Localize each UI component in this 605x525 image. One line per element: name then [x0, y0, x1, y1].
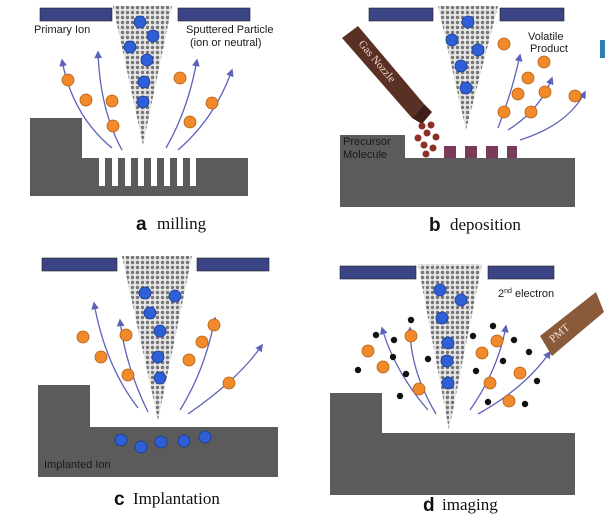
primary-ion-group [445, 15, 485, 95]
panel-a-milling: Primary Ion Sputtered Particle (ion or n… [30, 6, 273, 235]
label-ion-or-neutral: (ion or neutral) [190, 37, 262, 49]
ion-column-plate-right [196, 257, 270, 272]
sputter-trajectories [59, 50, 234, 151]
panel-b-deposition: Gas Nozzle Volatile Product Precursor Mo… [340, 6, 586, 236]
ion-beam-cone [122, 256, 192, 420]
panel-a-title: milling [157, 214, 207, 233]
ion-column-plate-right [487, 265, 555, 280]
milled-trenches [99, 158, 196, 186]
substrate [340, 135, 575, 207]
primary-ion-group [433, 283, 468, 390]
secondary-electrons [354, 316, 541, 408]
label-product: Product [530, 43, 568, 55]
implanted-ions [114, 430, 212, 454]
panel-a-letter: a [136, 214, 147, 235]
label-molecule: Molecule [343, 149, 387, 161]
panel-d-title: imaging [442, 495, 498, 514]
sputtered-particles [76, 318, 236, 390]
label-2nd-electron: 2nd electron [498, 288, 554, 300]
volatile-products [497, 37, 582, 119]
ion-column-plate-right [177, 7, 251, 22]
label-sputtered-particle: Sputtered Particle [186, 24, 273, 36]
primary-ion-group [138, 286, 182, 385]
primary-ion-group [123, 15, 160, 109]
panel-d-imaging: PMT 2nd electron d imaging [330, 264, 604, 516]
precursor-molecules [414, 121, 440, 158]
ion-column-plate-left [368, 7, 434, 22]
pmt-detector-icon: PMT [540, 292, 604, 356]
panel-b-title: deposition [450, 215, 521, 234]
sputtered-particles [361, 329, 527, 408]
label-primary-ion: Primary Ion [34, 24, 90, 36]
panel-b-letter: b [429, 215, 441, 236]
ion-column-plate-left [339, 265, 417, 280]
panel-c-title: Implantation [133, 489, 220, 508]
edge-accent-bar [600, 40, 605, 58]
label-precursor: Precursor [343, 136, 391, 148]
deposited-material [444, 146, 517, 158]
ion-column-plate-left [41, 257, 118, 272]
substrate [38, 385, 278, 477]
panel-c-implantation: Implanted Ion c Implantation [38, 256, 278, 510]
gas-nozzle-label: Gas Nozzle [356, 38, 398, 85]
label-implanted-ion: Implanted Ion [44, 459, 111, 471]
ion-column-plate-right [499, 7, 565, 22]
panel-c-letter: c [114, 489, 125, 510]
sputtered-particles [61, 71, 219, 133]
ion-column-plate-left [39, 7, 113, 22]
label-volatile: Volatile [528, 31, 563, 43]
gas-nozzle-icon: Gas Nozzle [342, 26, 432, 124]
substrate [330, 393, 575, 495]
panel-d-letter: d [423, 495, 435, 516]
